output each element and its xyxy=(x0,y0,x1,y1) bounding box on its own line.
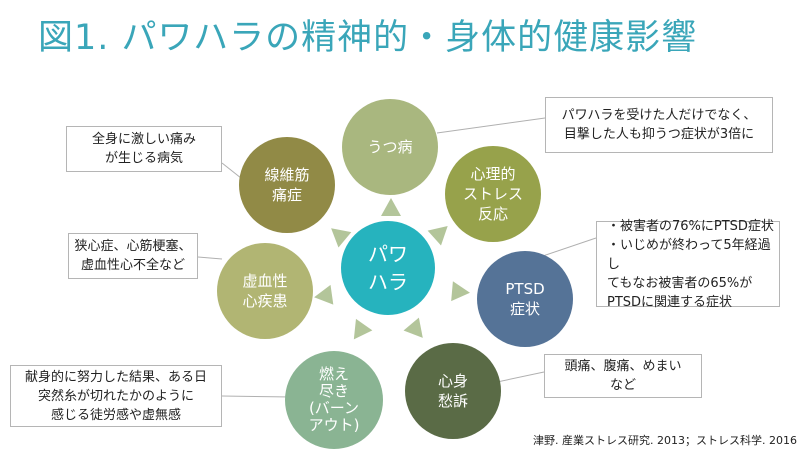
note-fibromyalgia: 全身に激しい痛み が生じる病気 xyxy=(66,126,222,172)
connector-ischemic xyxy=(197,256,223,260)
note-psychosomatic: 頭痛、腹痛、めまい など xyxy=(544,354,702,398)
node-fibromyalgia: 線維筋 痛症 xyxy=(239,137,335,233)
node-depression: うつ病 xyxy=(342,99,438,195)
center-node-power-harassment: パワ ハラ xyxy=(341,221,435,315)
node-psychosomatic: 心身 愁訴 xyxy=(405,343,501,439)
connector-depression xyxy=(436,117,546,134)
node-psychological-stress: 心理的 ストレス 反応 xyxy=(445,146,541,242)
arrow-to-depression xyxy=(381,198,401,216)
connector-burnout xyxy=(221,395,293,398)
note-ischemic: 狭心症、心筋梗塞、 虚血性心不全など xyxy=(68,233,198,279)
arrow-to-ischemic xyxy=(312,284,334,308)
note-burnout: 献身的に努力した結果、ある日 突然糸が切れたかのように 感じる徒労感や虚無感 xyxy=(10,365,222,427)
node-ptsd: PTSD 症状 xyxy=(477,251,573,347)
node-burnout: 燃え 尽き (バーン アウト) xyxy=(285,351,383,449)
note-depression: パワハラを受けた人だけでなく、 目撃した人も抑うつ症状が3倍に xyxy=(545,97,773,153)
arrow-to-ptsd xyxy=(451,281,471,303)
citation: 津野. 産業ストレス研究. 2013；ストレス科学. 2016 xyxy=(533,434,797,447)
note-ptsd: ・被害者の76%にPTSD症状 ・いじめが終わって5年経過し てもなお被害者の6… xyxy=(596,219,780,310)
node-ischemic-heart-disease: 虚血性 心疾患 xyxy=(217,243,313,339)
page-title: 図1. パワハラの精神的・身体的健康影響 xyxy=(38,18,698,58)
